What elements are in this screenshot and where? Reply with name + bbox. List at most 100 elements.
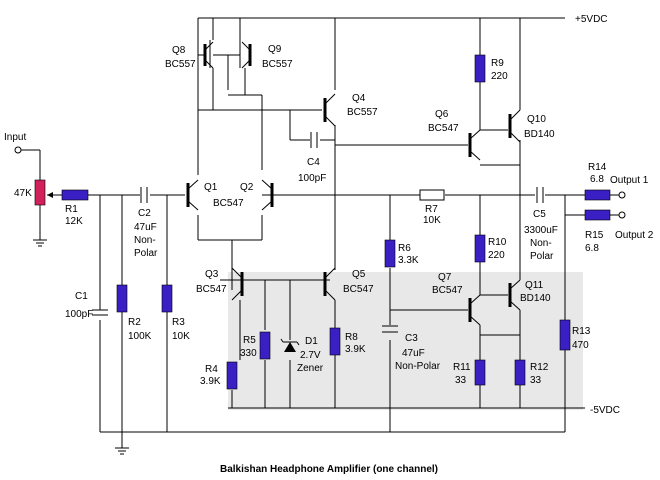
Q6-ref: Q6 [435, 109, 449, 120]
capacitor-C2 [140, 187, 148, 203]
C4-value: 100pF [298, 173, 326, 184]
Q8-value: BC557 [165, 59, 196, 70]
C3-note: Non-Polar [395, 361, 441, 372]
C3-value: 47uF [402, 348, 425, 359]
Q10-value: BD140 [524, 129, 555, 140]
Q10-ref: Q10 [527, 114, 546, 125]
R11-ref: R11 [453, 362, 471, 373]
transistor-Q9 [241, 41, 252, 69]
R6-ref: R6 [398, 243, 411, 254]
R14-value: 6.8 [590, 174, 604, 185]
potentiometer [34, 179, 46, 206]
R7-value: 10K [423, 215, 441, 226]
C5-ref: C5 [533, 209, 546, 220]
C5-value: 3300uF [524, 225, 558, 236]
input-label: Input [4, 132, 26, 143]
Q6-value: BC547 [428, 123, 459, 134]
R1-value: 12K [65, 216, 83, 227]
R11-value: 33 [455, 375, 467, 386]
R14-ref: R14 [588, 162, 607, 173]
resistor-R14 [584, 189, 611, 201]
Q7-value: BC547 [432, 285, 463, 296]
R15-ref: R15 [585, 230, 604, 241]
R13-value: 470 [572, 340, 589, 351]
resistor-R4 [226, 361, 238, 390]
Q5-ref: Q5 [352, 269, 366, 280]
D1-value: 2.7V [300, 350, 321, 361]
R4-ref: R4 [205, 364, 218, 375]
D1-note: Zener [297, 363, 324, 374]
R2-ref: R2 [128, 317, 141, 328]
C2-value: 47uF [134, 222, 157, 233]
R1-ref: R1 [65, 204, 78, 215]
rail-pos-label: +5VDC [575, 14, 608, 25]
R12-ref: R12 [530, 362, 549, 373]
ground-symbol [33, 239, 129, 455]
resistor-R1 [61, 189, 89, 201]
input-terminal [14, 146, 22, 154]
resistor-R12 [514, 359, 526, 386]
output2-terminal [618, 211, 626, 219]
R13-ref: R13 [572, 326, 591, 337]
Q4-ref: Q4 [352, 93, 366, 104]
R10-value: 220 [488, 250, 505, 261]
wiring [20, 17, 620, 448]
transistor-Q1 [186, 179, 199, 211]
resistor-R13 [559, 319, 571, 351]
resistor-R15 [584, 209, 611, 221]
rail-neg-label: -5VDC [590, 405, 620, 416]
R3-ref: R3 [172, 317, 185, 328]
Q3-value: BC547 [196, 284, 227, 295]
R9-value: 220 [491, 71, 508, 82]
C5-note2: Polar [530, 251, 554, 262]
resistor-R6 [384, 239, 396, 268]
resistor-R3 [161, 284, 173, 313]
R7-ref: R7 [425, 204, 438, 215]
R9-ref: R9 [491, 58, 504, 69]
resistor-R8 [329, 327, 341, 356]
C3-ref: C3 [405, 333, 418, 344]
diagram-title: Balkishan Headphone Amplifier (one chann… [220, 464, 438, 475]
transistor-Q6 [468, 129, 481, 161]
resistor-R7 [419, 189, 445, 201]
R4-value: 3.9K [200, 376, 221, 387]
D1-ref: D1 [305, 336, 318, 347]
Q3-ref: Q3 [205, 269, 219, 280]
capacitor-C5 [536, 187, 544, 203]
resistor-R9 [474, 54, 486, 83]
R5-ref: R5 [243, 335, 256, 346]
Q1-value: BC547 [213, 198, 244, 209]
Q11-ref: Q11 [525, 280, 544, 291]
pot-value: 47K [14, 188, 32, 199]
C1-value: 100pF [65, 309, 93, 320]
transistor-Q8 [203, 41, 214, 69]
Q5-value: BC547 [343, 284, 374, 295]
R2-value: 100K [128, 331, 152, 342]
Q1-ref: Q1 [204, 182, 218, 193]
R5-value: 330 [240, 348, 257, 359]
R10-ref: R10 [488, 237, 507, 248]
C5-note1: Non- [530, 238, 552, 249]
resistor-R10 [474, 234, 486, 263]
shaded-area [228, 272, 583, 410]
R6-value: 3.3K [398, 255, 419, 266]
R15-value: 6.8 [585, 243, 599, 254]
resistor-R2 [116, 284, 128, 313]
wiper-arrow [47, 192, 53, 198]
resistor-R5 [259, 331, 271, 360]
capacitor-C1 [92, 309, 108, 316]
C2-note1: Non- [134, 235, 156, 246]
transistor-Q3 [231, 267, 244, 301]
Q4-value: BC557 [347, 107, 378, 118]
Q2-ref: Q2 [240, 182, 254, 193]
output1-terminal [618, 191, 626, 199]
C2-ref: C2 [138, 208, 151, 219]
Q9-value: BC557 [262, 59, 293, 70]
transistor-Q2 [261, 179, 274, 211]
capacitor-C3 [382, 325, 398, 333]
R3-value: 10K [172, 331, 190, 342]
Q8-ref: Q8 [172, 45, 186, 56]
output1-label: Output 1 [610, 175, 649, 186]
C2-note2: Polar [134, 248, 158, 259]
